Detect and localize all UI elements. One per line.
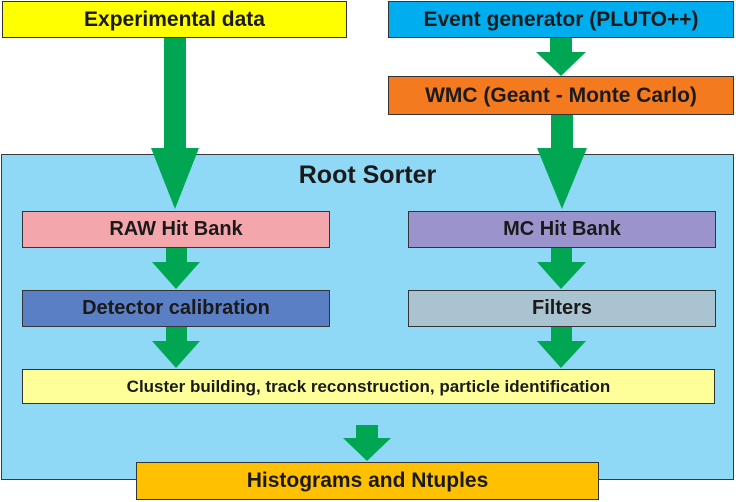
arrow-generator-to-wmc (536, 38, 586, 76)
cluster-building-label: Cluster building, track reconstruction, … (126, 376, 611, 396)
arrow-calibration-to-cluster (152, 327, 200, 368)
histograms-box: Histograms and Ntuples (136, 462, 599, 500)
detector-calibration-label: Detector calibration (82, 297, 270, 319)
filters-label: Filters (531, 297, 593, 319)
mc-hit-bank-label: MC Hit Bank (503, 218, 621, 240)
event-generator-box: Event generator (PLUTO++) (388, 1, 734, 38)
arrow-sorter-to-histograms (343, 425, 391, 461)
detector-calibration-box: Detector calibration (22, 290, 330, 327)
wmc-box: WMC (Geant - Monte Carlo) (388, 76, 734, 115)
cluster-building-box: Cluster building, track reconstruction, … (22, 369, 715, 404)
filters-box: Filters (408, 290, 716, 327)
root-sorter-title: Root Sorter (298, 161, 437, 189)
arrow-raw-to-calibration (152, 248, 200, 289)
experimental-data-label: Experimental data (84, 7, 265, 31)
event-generator-label: Event generator (PLUTO++) (423, 7, 699, 31)
arrow-mc-to-filters (537, 248, 586, 289)
wmc-label: WMC (Geant - Monte Carlo) (425, 83, 697, 107)
arrow-wmc-to-mc (537, 115, 587, 209)
raw-hit-bank-box: RAW Hit Bank (22, 211, 330, 248)
arrow-experimental-to-raw (151, 38, 199, 209)
raw-hit-bank-label: RAW Hit Bank (109, 218, 243, 240)
experimental-data-box: Experimental data (2, 1, 347, 38)
histograms-label: Histograms and Ntuples (246, 469, 489, 492)
arrow-filters-to-cluster (537, 327, 586, 368)
mc-hit-bank-box: MC Hit Bank (408, 211, 716, 248)
